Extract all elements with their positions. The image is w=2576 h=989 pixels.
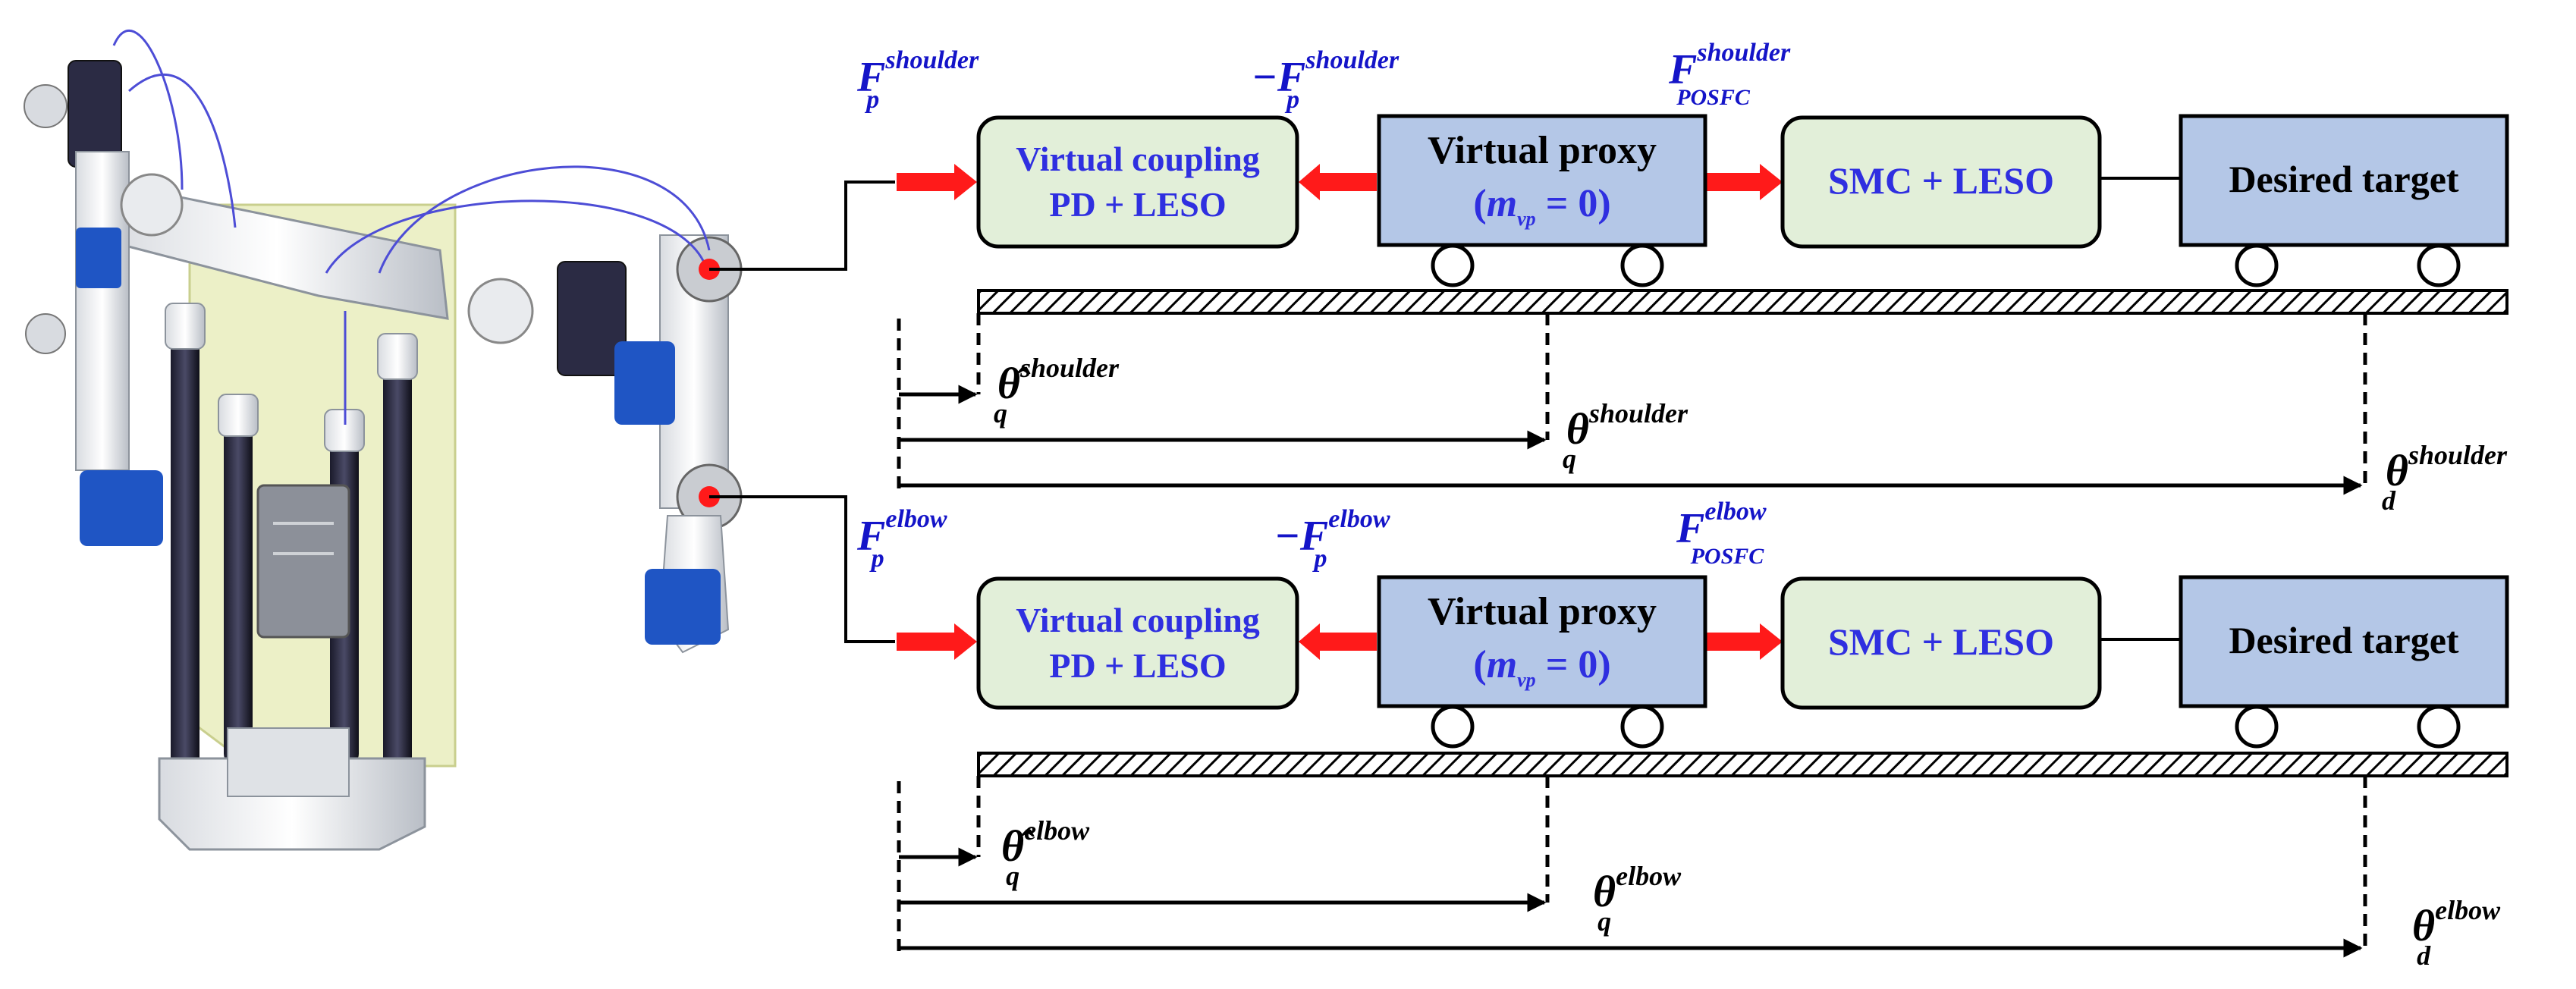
smc-label: SMC + LESO (1828, 159, 2054, 202)
desired-target-box-shoulder (2179, 114, 2509, 247)
ground-rail-elbow (977, 752, 2508, 777)
proxy-wheel-right-elbow (1620, 705, 1664, 749)
target-wheel-right (2417, 243, 2461, 287)
coupling-label-line2-elbow: PD + LESO (1049, 646, 1226, 685)
fp-shoulder-arrow (897, 164, 977, 200)
proxy-wheel-left (1431, 243, 1475, 287)
desired-target-box-elbow (2179, 575, 2509, 708)
coupling-label-line1: Virtual coupling (1016, 140, 1260, 178)
neg-fp-elbow-arrow (1299, 623, 1377, 660)
elbow-connector (709, 495, 895, 643)
coupling-label-line2: PD + LESO (1049, 185, 1226, 224)
proxy-mass-expression-elbow: (mvp = 0) (1473, 643, 1610, 691)
proxy-wheel-right (1620, 243, 1664, 287)
target-label: Desired target (2229, 158, 2458, 200)
fp-elbow-arrow (897, 623, 977, 660)
coupling-label-line1-elbow: Virtual coupling (1016, 601, 1260, 639)
fposfc-shoulder-arrow (1707, 164, 1783, 200)
shoulder-connector (709, 181, 895, 271)
shoulder-row: Virtual coupling PD + LESO Virtual proxy… (856, 39, 2509, 516)
elbow-row: Virtual coupling PD + LESO Virtual proxy… (856, 498, 2509, 971)
proxy-label-line1: Virtual proxy (1428, 129, 1657, 172)
virtual-proxy-box-elbow (1377, 575, 1707, 708)
neg-fp-shoulder-arrow (1299, 164, 1377, 200)
target-wheel-left-elbow (2235, 705, 2279, 749)
proxy-label-line1-elbow: Virtual proxy (1428, 590, 1657, 633)
target-label-elbow: Desired target (2229, 619, 2458, 661)
ground-rail-shoulder (977, 289, 2508, 315)
virtual-proxy-box-shoulder (1377, 114, 1707, 247)
virtual-coupling-box-shoulder (976, 115, 1299, 249)
virtual-coupling-box-elbow (976, 576, 1299, 710)
smc-leso-box-shoulder (1780, 115, 2102, 249)
smc-label-elbow: SMC + LESO (1828, 620, 2054, 663)
exoskeleton-illustration (24, 30, 743, 851)
smc-leso-box-elbow (1780, 576, 2102, 710)
proxy-wheel-left-elbow (1431, 705, 1475, 749)
fposfc-elbow-arrow (1707, 623, 1783, 660)
target-wheel-left (2235, 243, 2279, 287)
target-wheel-right-elbow (2417, 705, 2461, 749)
proxy-mass-expression: (mvp = 0) (1473, 182, 1610, 230)
